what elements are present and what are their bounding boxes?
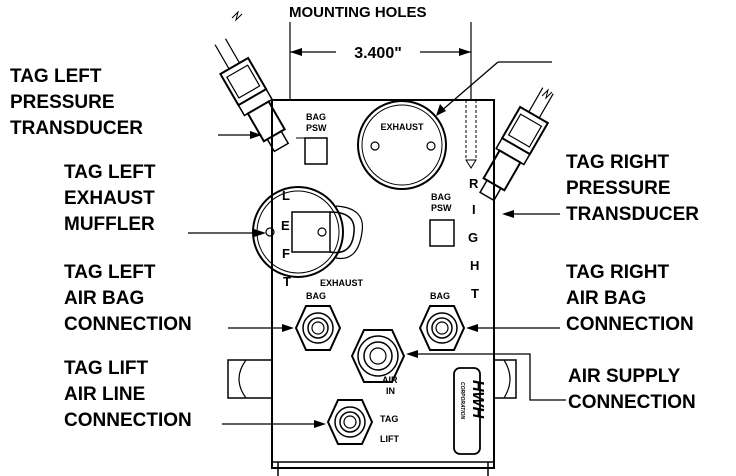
svg-text:CORPORATION: CORPORATION	[459, 382, 465, 420]
svg-text:BAG: BAG	[306, 112, 326, 122]
callout-tag-right-air-bag-connection: TAG RIGHT AIR BAG CONNECTION	[566, 262, 694, 335]
svg-text:F: F	[282, 246, 290, 261]
air-supply-fitting: AIR IN	[350, 329, 406, 396]
svg-text:G: G	[468, 230, 478, 245]
callout-air-supply-connection: AIR SUPPLY CONNECTION	[568, 366, 696, 413]
svg-text:H: H	[470, 258, 479, 273]
svg-text:E: E	[281, 218, 290, 233]
svg-text:PSW: PSW	[431, 203, 452, 213]
svg-text:LIFT: LIFT	[380, 434, 399, 444]
svg-text:IN: IN	[386, 386, 395, 396]
valve-body	[271, 99, 495, 469]
dimension-label: 3.400"	[354, 45, 402, 62]
callout-tag-left-air-bag-connection: TAG LEFT AIR BAG CONNECTION	[64, 262, 192, 335]
svg-text:PSW: PSW	[306, 123, 327, 133]
left-pressure-transducer	[214, 38, 290, 153]
leader-lines	[188, 61, 566, 425]
svg-text:R: R	[469, 176, 479, 191]
svg-text:T: T	[471, 286, 479, 301]
callout-tag-lift-air-line-connection: TAG LIFT AIR LINE CONNECTION	[64, 358, 192, 431]
svg-text:T: T	[283, 274, 291, 289]
left-exhaust-muffler: EXHAUST	[252, 186, 364, 288]
left-mounting-lug	[227, 359, 273, 399]
svg-text:BAG: BAG	[431, 192, 451, 202]
svg-text:BAG: BAG	[430, 291, 450, 301]
callout-tag-right-pressure-transducer: TAG RIGHT PRESSURE TRANSDUCER	[566, 152, 699, 225]
svg-text:I: I	[472, 202, 476, 217]
tag-lift-fitting: TAG LIFT	[326, 399, 399, 445]
right-pressure-transducer	[479, 87, 554, 202]
exhaust-top-label: EXHAUST	[380, 122, 424, 132]
svg-text:AIR: AIR	[382, 375, 398, 385]
dimension-lines: 3.400"	[289, 22, 472, 100]
svg-text:HWH: HWH	[469, 380, 486, 419]
left-air-bag-fitting: BAG	[294, 291, 342, 351]
svg-text:BAG: BAG	[306, 291, 326, 301]
right-air-bag-fitting: BAG	[418, 291, 466, 351]
callout-tag-left-exhaust-muffler: TAG LEFT EXHAUST MUFFLER	[64, 162, 156, 235]
exhaust-left-label: EXHAUST	[320, 278, 364, 288]
top-exhaust-muffler: EXHAUST	[357, 100, 447, 190]
svg-text:TAG: TAG	[380, 414, 398, 424]
svg-text:L: L	[282, 188, 290, 203]
callout-tag-left-pressure-transducer: TAG LEFT PRESSURE TRANSDUCER	[10, 66, 143, 139]
right-mounting-lug	[493, 359, 517, 399]
hwh-logo: HWH CORPORATION	[453, 367, 486, 455]
mounting-holes-title: MOUNTING HOLES	[289, 4, 427, 21]
